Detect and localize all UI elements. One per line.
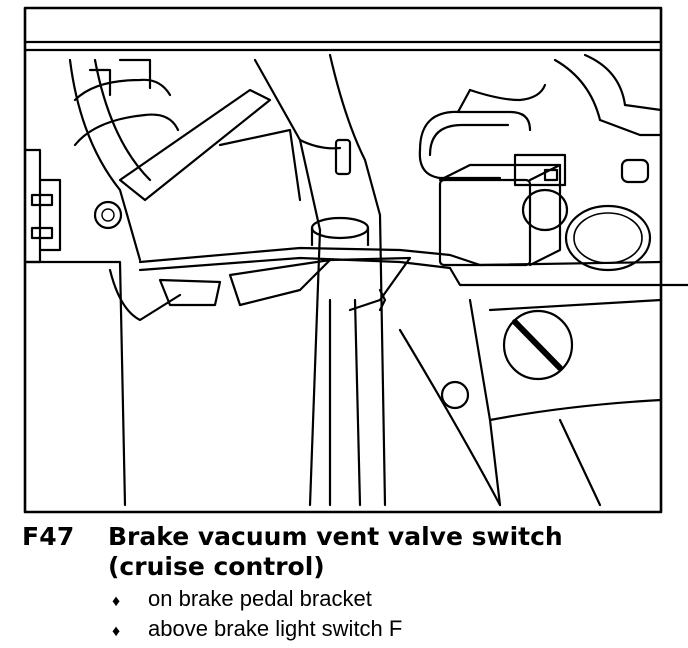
- note-text: on brake pedal bracket: [148, 586, 372, 611]
- component-location-diagram: [23, 6, 688, 514]
- left-panel: [23, 58, 152, 507]
- connector-wire: [418, 83, 547, 180]
- title-line-2: (cruise control): [108, 552, 325, 581]
- diamond-bullet-icon: ♦: [112, 623, 121, 640]
- caption-heading: F47 Brake vacuum vent valve switch (crui…: [22, 522, 672, 582]
- lower-panel: [398, 298, 663, 507]
- title-line-1: Brake vacuum vent valve switch: [108, 522, 563, 551]
- component-code: F47: [22, 522, 75, 551]
- note-text: above brake light switch F: [148, 616, 403, 641]
- pedal-bracket: [253, 53, 387, 507]
- brake-light-switch: [564, 204, 652, 272]
- screw-right: [502, 309, 574, 381]
- left-hose: [73, 58, 180, 147]
- location-notes: ♦ on brake pedal bracket ♦ above brake l…: [108, 585, 672, 645]
- list-item: ♦ on brake pedal bracket: [108, 585, 672, 615]
- bolt-left: [93, 200, 123, 230]
- vent-valve-switch: [438, 153, 569, 267]
- diamond-bullet-icon: ♦: [112, 593, 121, 610]
- lower-bracket: [108, 256, 412, 322]
- figure-caption: F47 Brake vacuum vent valve switch (crui…: [22, 522, 672, 645]
- diagonal-strut: [118, 88, 272, 202]
- list-item: ♦ above brake light switch F: [108, 615, 672, 645]
- ball-joint: [440, 380, 470, 410]
- right-hose: [553, 53, 663, 184]
- figure-frame: [23, 6, 663, 514]
- wiring-harness: [138, 246, 688, 287]
- component-title: Brake vacuum vent valve switch (cruise c…: [108, 522, 563, 582]
